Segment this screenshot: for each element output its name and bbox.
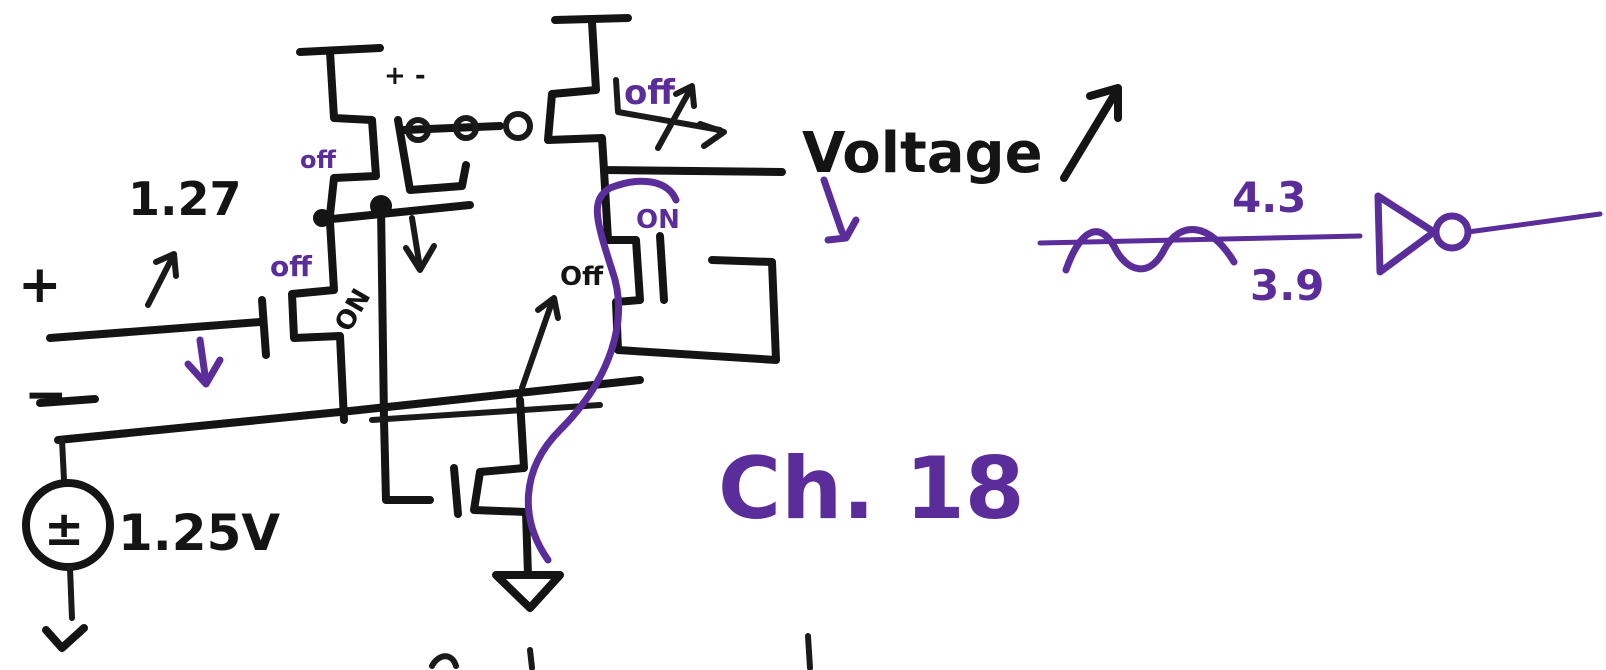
plus-input-line	[46, 318, 264, 342]
sine-wave-icon	[1062, 226, 1238, 274]
inverter-bubble-icon	[1432, 212, 1472, 252]
minus-input-stub	[36, 395, 99, 407]
left-pair-bridge	[318, 201, 474, 224]
differential-input: + − 1.27	[18, 172, 644, 444]
chapter-label: Ch. 18	[718, 439, 1025, 539]
load-polarity-label: + -	[384, 61, 426, 91]
schmitt-output-line	[1465, 211, 1603, 235]
output-voltage-label: Voltage	[802, 121, 1043, 186]
output-voltage-up-arrow-icon	[1060, 88, 1120, 182]
voltage-source: ± 1.25V	[22, 437, 280, 652]
off-label-middle: Off	[560, 262, 604, 292]
plus-sign-label: +	[18, 255, 62, 315]
cropped-stroke	[429, 653, 459, 669]
output-annotation: Voltage	[802, 84, 1122, 186]
schmitt-input-line	[1037, 233, 1363, 246]
off-label-left: off	[270, 250, 312, 283]
input-down-arrow-icon	[196, 336, 210, 386]
supply-rail-left	[296, 44, 384, 56]
buffer-triangle-icon	[1374, 192, 1438, 276]
current-path-trace	[524, 177, 680, 564]
pmos-loop	[394, 116, 470, 194]
middle-up-arrow-icon	[519, 299, 555, 391]
right-output-transistor	[600, 166, 780, 364]
center-wire	[377, 202, 434, 504]
input-voltage-label: 1.27	[128, 172, 242, 226]
off-label-right-top: off	[624, 73, 675, 113]
output-up-arrow-icon	[655, 87, 693, 151]
input-up-arrow-icon	[145, 255, 175, 308]
source-voltage-label: 1.25V	[118, 504, 280, 562]
ground-icon-left	[42, 624, 88, 652]
input-transistor	[288, 218, 348, 424]
center-down-arrow-icon	[409, 215, 423, 271]
off-label-top-left: off	[300, 146, 336, 174]
minus-input-line	[54, 376, 644, 444]
hysteresis-high-threshold: 4.3	[1232, 173, 1306, 222]
right-transistor-pair: Off off ON	[450, 14, 860, 612]
on-label-right: ON	[636, 205, 680, 235]
schmitt-trigger-symbol: 4.3 3.9	[1037, 173, 1603, 310]
minus-sign-label: −	[24, 365, 68, 425]
tail-transistor	[470, 396, 532, 579]
hysteresis-low-threshold: 3.9	[1250, 261, 1324, 310]
output-down-arrow-icon	[820, 176, 846, 236]
tail-transistor-gate	[450, 464, 462, 518]
input-transistor-gate	[258, 296, 270, 359]
ground-icon-bottom	[492, 571, 564, 612]
voltage-source-sign: ±	[44, 501, 84, 557]
